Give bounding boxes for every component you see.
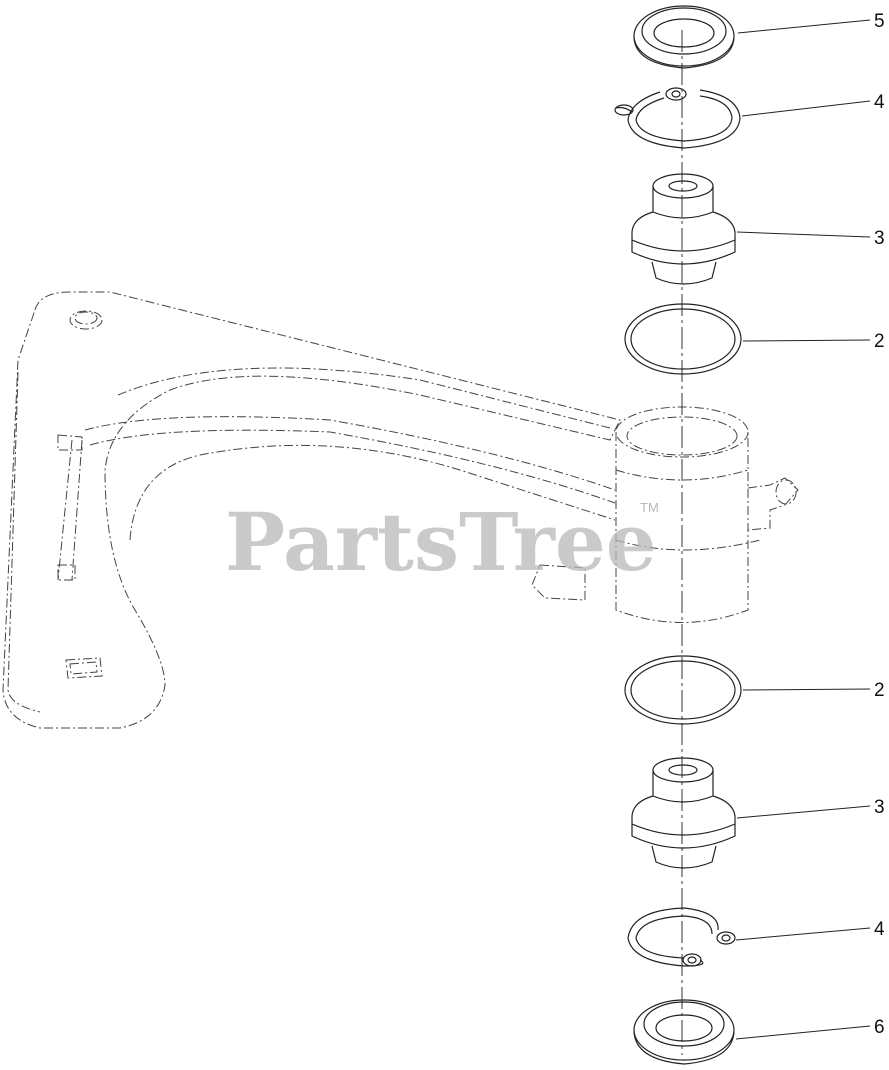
- seal-bottom-part: [633, 999, 735, 1065]
- retaining-ring-top-part: [614, 87, 741, 149]
- caster-arm: [2, 291, 621, 729]
- callout-bearing-bottom: 3: [874, 797, 885, 818]
- spacer-bottom-part: [624, 655, 742, 725]
- callout-spacer-bottom: 2: [874, 680, 885, 701]
- watermark-trademark: TM: [640, 500, 659, 515]
- callout-spacer-top: 2: [874, 331, 885, 352]
- leader-lines: [735, 19, 871, 1040]
- callout-retaining-ring-top: 4: [874, 92, 885, 113]
- bearing-top-part: [631, 173, 736, 285]
- bearing-bottom-part: [631, 757, 736, 869]
- callout-bearing-top: 3: [874, 228, 885, 249]
- retaining-ring-bottom-part: [627, 907, 736, 967]
- callout-seal-bottom: 6: [874, 1017, 885, 1038]
- spindle-housing: [615, 406, 799, 623]
- spacer-top-part: [624, 303, 742, 375]
- callout-retaining-ring-bottom: 4: [874, 919, 885, 940]
- watermark-text: PartsTree: [225, 495, 657, 589]
- callout-seal-top: 5: [874, 11, 885, 32]
- seal-top-part: [633, 5, 735, 69]
